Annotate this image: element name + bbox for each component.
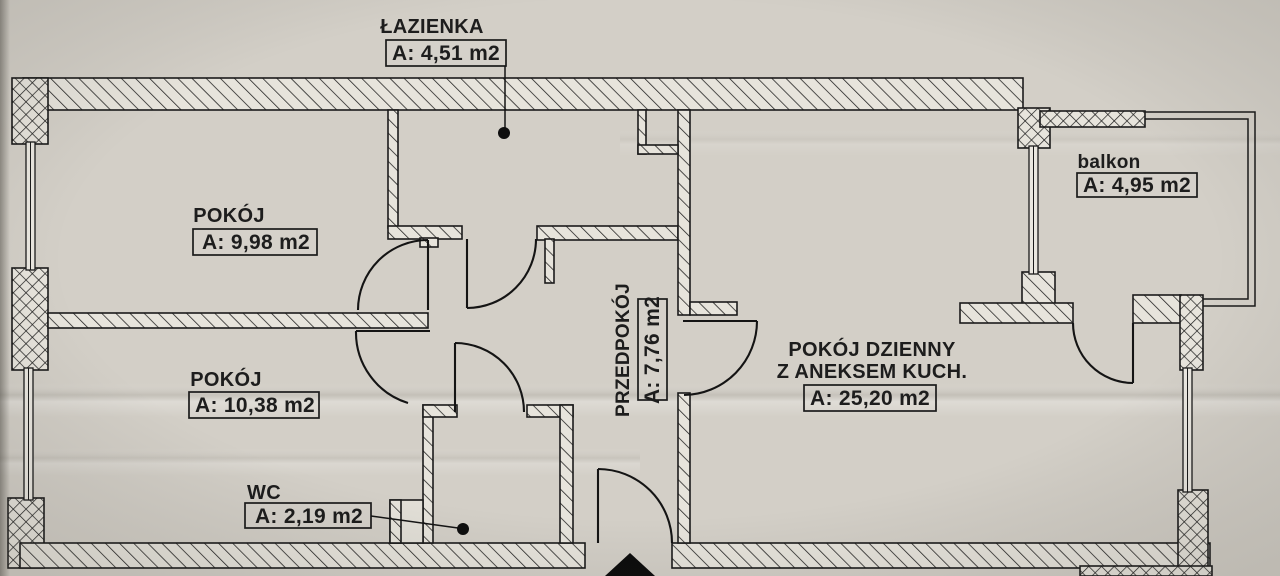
floorplan-page: ŁAZIENKA A: 4,51 m2 POKÓJ A: 9,98 m2 POK… (0, 0, 1280, 576)
photo-vignette (0, 0, 1280, 576)
floorplan-svg: ŁAZIENKA A: 4,51 m2 POKÓJ A: 9,98 m2 POK… (0, 0, 1280, 576)
